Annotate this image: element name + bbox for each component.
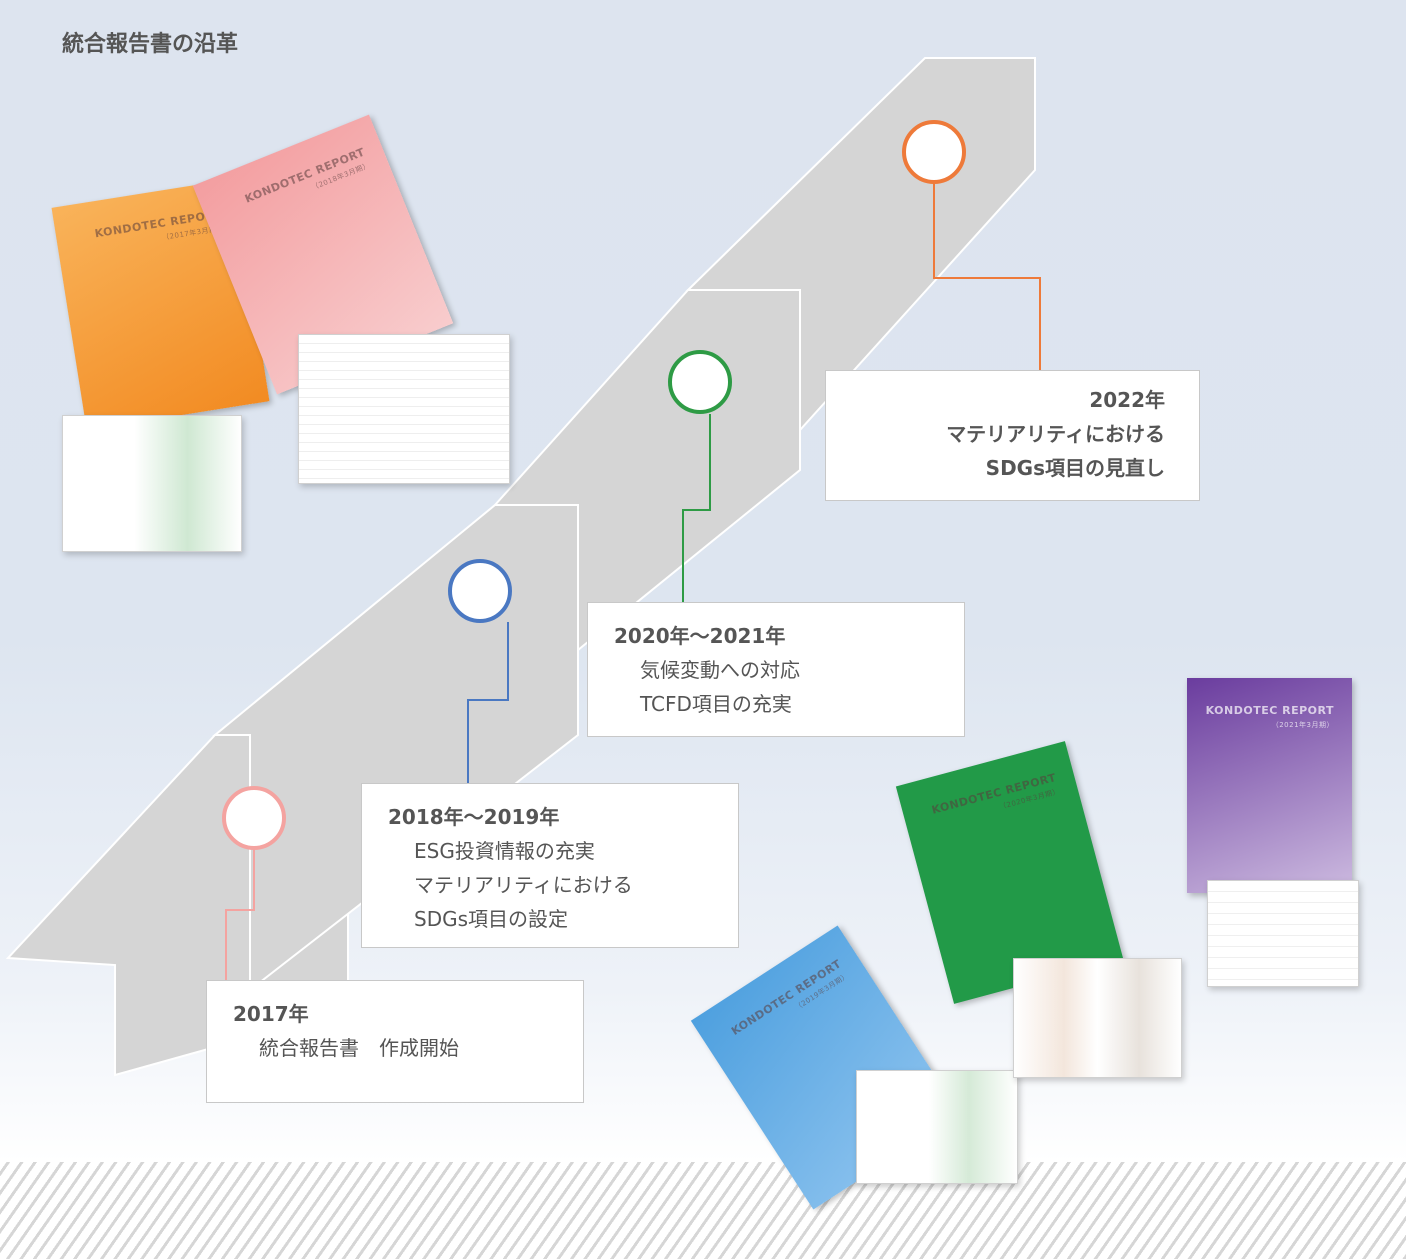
milestone-year: 2020年～2021年 bbox=[614, 624, 786, 648]
milestone-detail: 気候変動への対応 bbox=[640, 658, 800, 682]
report-spread-2018 bbox=[298, 334, 510, 484]
report-cover-2021: KONDOTEC REPORT （2021年3月期） bbox=[1187, 678, 1352, 893]
milestone-box-2017: 2017年 統合報告書 作成開始 bbox=[206, 980, 584, 1103]
milestone-detail: マテリアリティにおける bbox=[946, 422, 1165, 446]
report-cover-title: KONDOTEC REPORT bbox=[1205, 704, 1334, 717]
connector-2020 bbox=[682, 414, 711, 605]
report-spread-2019 bbox=[856, 1070, 1018, 1184]
milestone-box-2022: 2022年 マテリアリティにおける SDGs項目の見直し bbox=[825, 370, 1200, 501]
report-spread-2021 bbox=[1207, 880, 1359, 987]
milestone-circle-2017 bbox=[222, 786, 286, 850]
milestone-detail: SDGs項目の見直し bbox=[985, 456, 1165, 480]
report-spread-2017 bbox=[62, 415, 242, 552]
milestone-year: 2017年 bbox=[233, 1002, 309, 1026]
milestone-year: 2022年 bbox=[1089, 388, 1165, 412]
milestone-circle-2022 bbox=[902, 120, 966, 184]
milestone-box-2020: 2020年～2021年 気候変動への対応 TCFD項目の充実 bbox=[587, 602, 965, 737]
page-title: 統合報告書の沿革 bbox=[62, 32, 239, 57]
connector-2022 bbox=[933, 183, 1041, 373]
report-cover-subtitle: （2021年3月期） bbox=[1271, 721, 1334, 729]
milestone-circle-2020 bbox=[668, 350, 732, 414]
connector-2018 bbox=[467, 622, 509, 785]
report-spread-2020 bbox=[1013, 958, 1182, 1078]
milestone-detail: ESG投資情報の充実 bbox=[414, 839, 595, 863]
milestone-circle-2018 bbox=[448, 559, 512, 623]
hatched-footer-band bbox=[0, 1162, 1406, 1259]
milestone-box-2018: 2018年～2019年 ESG投資情報の充実 マテリアリティにおける SDGs項… bbox=[361, 783, 739, 948]
milestone-detail: SDGs項目の設定 bbox=[414, 907, 569, 931]
milestone-detail: 統合報告書 作成開始 bbox=[259, 1036, 459, 1060]
connector-2017 bbox=[225, 848, 255, 982]
milestone-detail: TCFD項目の充実 bbox=[640, 692, 792, 716]
milestone-detail: マテリアリティにおける bbox=[414, 873, 633, 897]
milestone-year: 2018年～2019年 bbox=[388, 805, 560, 829]
